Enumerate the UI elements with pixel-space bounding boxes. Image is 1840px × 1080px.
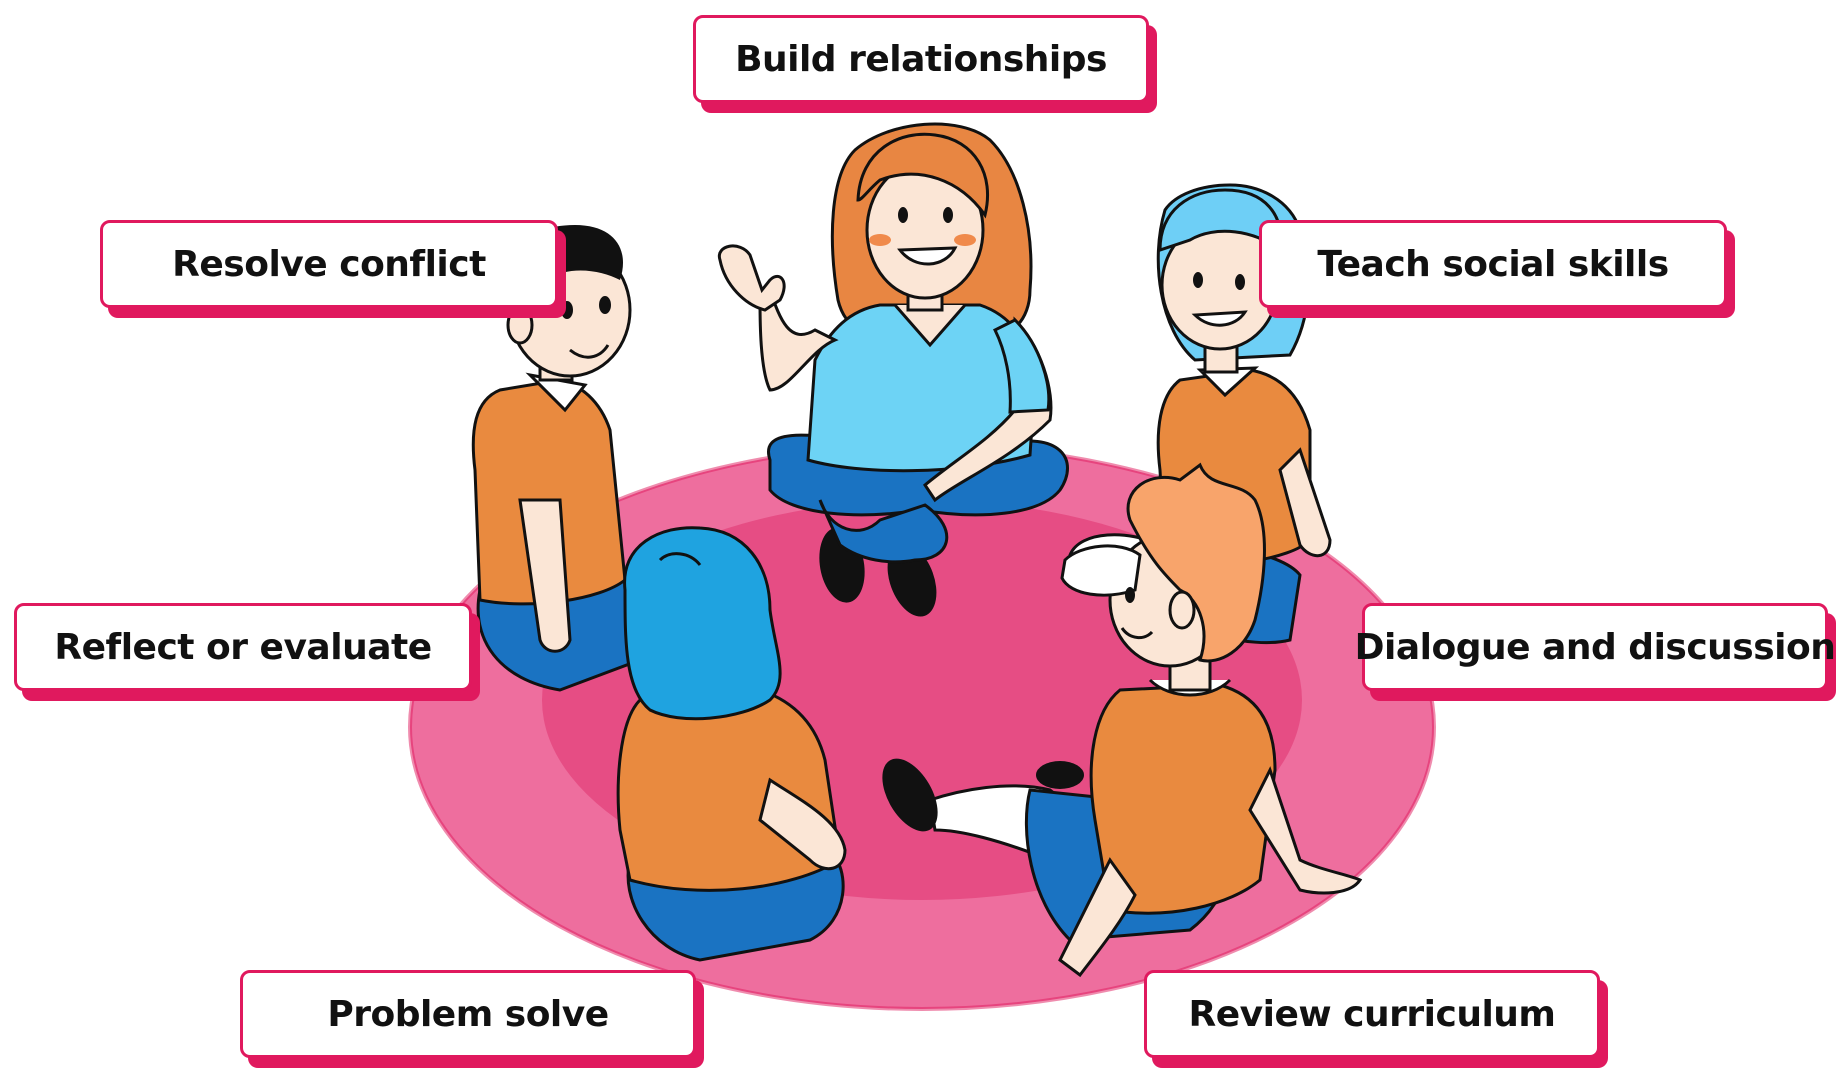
label-review-curriculum: Review curriculum	[1144, 970, 1600, 1058]
label-reflect-or-evaluate: Reflect or evaluate	[14, 603, 472, 691]
student-figure-peach-hair	[882, 462, 1363, 978]
student-figure-blue-hair	[616, 526, 847, 962]
label-resolve-conflict: Resolve conflict	[100, 220, 558, 308]
teacher-figure	[717, 122, 1069, 617]
label-dialogue-and-discussion: Dialogue and discussion	[1355, 603, 1836, 691]
label-build-relationships: Build relationships	[693, 15, 1149, 103]
label-problem-solve: Problem solve	[240, 970, 696, 1058]
label-teach-social-skills: Teach social skills	[1259, 220, 1727, 308]
